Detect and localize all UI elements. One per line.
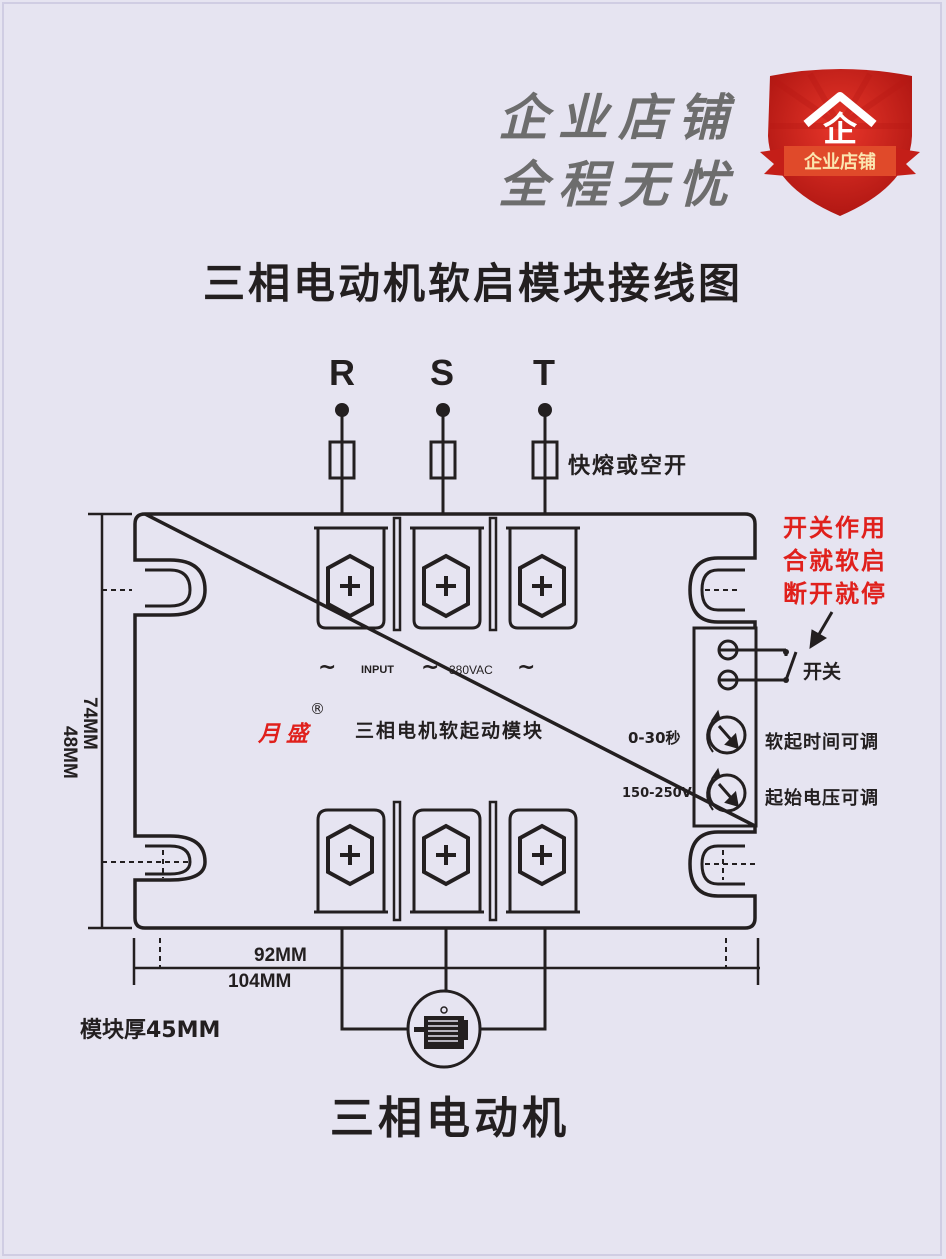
ribbon-text: 企业店铺 [803, 151, 876, 172]
house-roof-icon [803, 92, 877, 128]
tilde-1: ~ [318, 655, 337, 680]
switch-label: 开关 [803, 661, 842, 683]
top-terminal-3 [506, 526, 580, 630]
fuse-label: 快熔或空开 [568, 454, 689, 479]
registered-mark: ® [310, 700, 325, 718]
height-outer-label: 74MM [79, 697, 100, 750]
ribbon-right-tail [894, 148, 920, 176]
height-inner-label: 48MM [59, 726, 80, 779]
motor-label: 三相电动机 [330, 1093, 570, 1144]
voltage-range-label: 150-250V [622, 786, 692, 801]
phase-t-terminal-dot [538, 403, 552, 417]
divider [488, 516, 498, 632]
start-voltage-knob[interactable] [706, 767, 747, 813]
tilde-3: ~ [517, 655, 536, 680]
module-name: 三相电机软起动模块 [355, 720, 545, 742]
phase-r-label: R [329, 352, 355, 393]
phase-s-terminal-dot [436, 403, 450, 417]
switch-note-line-3: 断开就停 [783, 580, 887, 608]
page-title: 三相电动机软启模块接线图 [202, 259, 743, 308]
switch-lever [784, 651, 798, 681]
bottom-terminal-1 [314, 808, 388, 914]
ribbon-left-tail [760, 148, 786, 176]
slogan-line-2: 全程无忧 [498, 155, 738, 214]
width-outer-label: 104MM [228, 971, 292, 992]
height-dimension [88, 512, 132, 930]
enterprise-shop-badge: 企 企业店铺 [760, 69, 920, 216]
switch-note-line-2: 合就软启 [783, 547, 887, 575]
top-terminal-1 [314, 526, 388, 630]
brand-logo: 月盛 [258, 721, 315, 747]
phase-r-terminal-dot [335, 403, 349, 417]
module-body [133, 512, 757, 930]
motor-wires [340, 928, 547, 1031]
bottom-terminal-2 [410, 808, 484, 914]
input-label: INPUT [361, 664, 394, 676]
bottom-terminal-3 [506, 808, 580, 914]
switch-circuit [717, 639, 798, 691]
phase-t-label: T [533, 352, 555, 393]
width-inner-label: 92MM [254, 945, 307, 966]
voltage-label: 380VAC [449, 663, 493, 677]
phase-s-label: S [430, 352, 455, 393]
time-adjust-label: 软起时间可调 [765, 732, 879, 753]
arrow-icon [809, 611, 834, 649]
slogan-line-1: 企业店铺 [498, 88, 738, 147]
divider [488, 800, 498, 922]
soft-start-time-knob[interactable] [706, 709, 747, 755]
shield-icon [768, 69, 912, 216]
time-range-label: 0-30秒 [628, 729, 681, 747]
divider [392, 516, 402, 632]
shield-char: 企 [823, 110, 858, 149]
top-terminal-2 [410, 526, 484, 630]
control-panel [692, 626, 758, 828]
motor-icon [406, 989, 482, 1069]
thickness-label: 模块厚45MM [80, 1018, 221, 1043]
divider [392, 800, 402, 922]
tilde-2: ~ [421, 655, 440, 680]
shield-rays [770, 72, 910, 129]
switch-note-line-1: 开关作用 [783, 514, 887, 542]
voltage-adjust-label: 起始电压可调 [765, 788, 879, 809]
ribbon [784, 146, 896, 176]
